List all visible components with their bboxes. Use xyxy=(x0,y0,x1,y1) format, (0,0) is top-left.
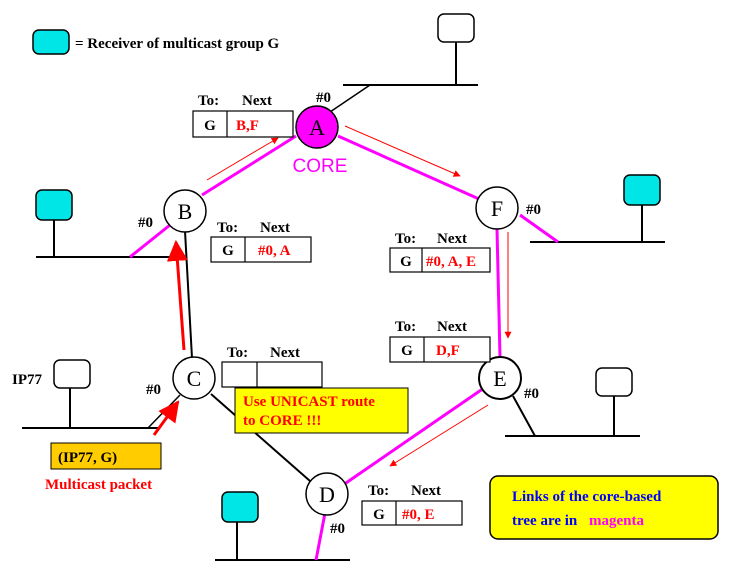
table-c-next-header: Next xyxy=(270,345,300,361)
arrow-e-to-d xyxy=(389,404,489,467)
table-d-next: #0, E xyxy=(402,507,435,523)
link-e-lan xyxy=(512,395,536,437)
link-e-d xyxy=(342,386,485,487)
table-f-to-header: To: xyxy=(395,231,416,247)
receiver-host-d xyxy=(221,491,259,523)
table-e-to: G xyxy=(401,343,413,359)
arrow-ip77-to-c xyxy=(152,400,180,436)
router-d-label: D xyxy=(319,482,335,507)
legend-receiver-icon xyxy=(32,29,70,55)
unicast-note-line2: to CORE !!! xyxy=(243,413,321,429)
table-d-to-header: To: xyxy=(368,483,389,499)
table-b-to-header: To: xyxy=(217,220,238,236)
unicast-note: Use UNICAST route to CORE !!! xyxy=(234,387,409,434)
table-e-to-header: To: xyxy=(395,319,416,335)
port-a: #0 xyxy=(316,90,331,106)
table-c: To: Next xyxy=(221,345,323,388)
router-c-label: C xyxy=(187,366,202,391)
port-d: #0 xyxy=(330,521,345,537)
table-b-next-header: Next xyxy=(260,220,290,236)
packet-caption: Multicast packet xyxy=(45,477,152,493)
host-top xyxy=(437,13,475,43)
table-a: To: Next G B,F xyxy=(192,93,294,138)
router-f xyxy=(475,186,519,230)
host-ip77 xyxy=(53,359,91,389)
router-a-label: A xyxy=(309,115,325,140)
link-b-lan xyxy=(129,223,171,259)
router-f-label: F xyxy=(491,196,503,221)
ip77-label: IP77 xyxy=(12,372,43,388)
link-d-lan xyxy=(314,512,327,561)
table-a-to-header: To: xyxy=(198,93,219,109)
table-f-next-header: Next xyxy=(437,231,467,247)
link-a-lan xyxy=(329,84,371,113)
table-a-next-header: Next xyxy=(242,93,272,109)
info-note: Links of the core-based tree are in mage… xyxy=(489,475,719,540)
link-a-f xyxy=(337,134,480,201)
link-f-lan xyxy=(519,213,559,244)
router-b xyxy=(163,189,207,233)
table-b: To: Next G #0, A xyxy=(210,220,312,263)
packet-box-label: (IP77, G) xyxy=(58,450,117,466)
receiver-host-f xyxy=(623,174,661,206)
table-a-next: B,F xyxy=(236,118,259,134)
info-note-highlight: magenta xyxy=(589,513,644,529)
info-note-line2-prefix: tree are in xyxy=(512,513,578,529)
multicast-packet: (IP77, G) Multicast packet xyxy=(45,442,162,493)
link-f-e xyxy=(495,228,502,358)
legend-text: = Receiver of multicast group G xyxy=(75,36,280,52)
table-e-next-header: Next xyxy=(437,319,467,335)
table-f: To: Next G #0, A, E xyxy=(389,231,491,273)
table-d-next-header: Next xyxy=(411,483,441,499)
table-d-to: G xyxy=(373,507,385,523)
info-note-line1: Links of the core-based xyxy=(512,489,662,505)
table-f-next: #0, A, E xyxy=(426,254,476,270)
port-b: #0 xyxy=(138,215,153,231)
arrow-b-to-a xyxy=(206,137,279,181)
port-e: #0 xyxy=(524,386,539,402)
router-d xyxy=(305,472,349,516)
table-c-to-header: To: xyxy=(227,345,248,361)
router-a xyxy=(295,105,339,149)
link-b-c xyxy=(184,230,193,359)
table-e-next: D,F xyxy=(436,343,460,359)
link-c-d xyxy=(210,393,311,482)
router-e-label: E xyxy=(493,366,506,391)
table-b-next: #0, A xyxy=(258,243,291,259)
table-a-to: G xyxy=(204,118,216,134)
router-c xyxy=(172,356,216,400)
receiver-host-b xyxy=(35,189,73,221)
table-b-to: G xyxy=(222,243,234,259)
host-e xyxy=(595,367,633,397)
table-f-to: G xyxy=(400,254,412,270)
table-d: To: Next G #0, E xyxy=(361,483,463,526)
unicast-note-line1: Use UNICAST route xyxy=(243,394,375,410)
router-e xyxy=(478,356,522,400)
info-note-line2: tree are in magenta xyxy=(512,513,645,529)
arrow-a-to-f xyxy=(344,125,461,177)
port-c: #0 xyxy=(146,382,161,398)
core-label: CORE xyxy=(293,156,348,177)
router-b-label: B xyxy=(178,199,193,224)
arrow-c-to-b xyxy=(166,239,188,351)
table-e: To: Next G D,F xyxy=(389,319,491,363)
port-f: #0 xyxy=(526,202,541,218)
link-a-b xyxy=(201,134,297,197)
